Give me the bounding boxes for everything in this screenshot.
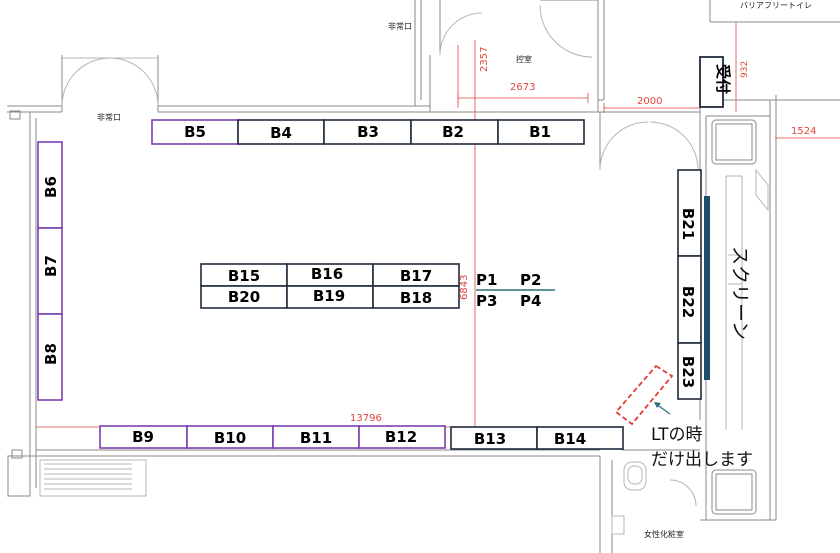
booth-b7[interactable]: B7 [37,227,63,315]
svg-text:B23: B23 [679,356,697,388]
booth-b1[interactable]: B1 [497,119,585,145]
svg-text:B7: B7 [42,255,60,277]
svg-text:B19: B19 [313,287,345,305]
lt-note-line1: LTの時 [651,425,703,445]
waiting-room-label: 控室 [516,54,532,64]
dimension-2673: 2673 [510,82,535,93]
svg-text:B5: B5 [184,123,206,141]
svg-text:B22: B22 [679,286,697,318]
svg-text:B11: B11 [300,429,332,447]
booth-b6[interactable]: B6 [37,141,63,229]
room-labels: 非常口 非常口 控室 バリアフリートイレ 女性化粧室 [97,1,812,539]
dimension-932: 932 [740,61,750,78]
booth-b2[interactable]: B2 [410,119,499,145]
dimension-13796: 13796 [350,413,382,424]
svg-text:B16: B16 [311,265,343,283]
booth-b9[interactable]: B9 [99,425,188,449]
dimension-6843: 6843 [459,275,470,300]
booth-b17[interactable]: B17 [372,263,460,287]
reception: 受付 [699,56,732,108]
booth-b16[interactable]: B16 [286,263,374,287]
svg-text:B20: B20 [228,288,260,306]
booth-b15[interactable]: B15 [200,263,288,287]
emergency-exit-left-label: 非常口 [97,112,121,122]
booth-b18[interactable]: B18 [372,285,460,309]
barrier-free-toilet-label: バリアフリートイレ [740,1,812,10]
lt-note-line2: だけ出します [651,450,753,470]
dimension-labels: 2357 2673 2000 1524 6843 13796 932 [350,47,816,424]
booths-center-island: B15 B16 B17 B20 B19 B18 [200,263,460,309]
svg-text:B18: B18 [400,289,432,307]
svg-text:B12: B12 [385,428,417,446]
booth-b22[interactable]: B22 [677,255,702,344]
screen-label: スクリーン [729,246,751,340]
booth-b12[interactable]: B12 [358,425,446,449]
emergency-exit-top-label: 非常口 [388,21,412,31]
booth-b5[interactable]: B5 [151,119,239,145]
dimension-2000: 2000 [637,96,662,107]
booth-b11[interactable]: B11 [272,425,360,449]
svg-text:B14: B14 [554,430,586,448]
booth-b10[interactable]: B10 [186,425,274,449]
booth-b23[interactable]: B23 [677,342,702,400]
reception-label: 受付 [714,64,732,94]
svg-text:B17: B17 [400,267,432,285]
dimension-1524: 1524 [791,126,816,137]
svg-text:B15: B15 [228,267,260,285]
booth-b4[interactable]: B4 [237,119,325,145]
screen: スクリーン [704,196,751,380]
booths-bottom-row: B9 B10 B11 B12 B13 B14 [99,425,624,450]
booth-b8[interactable]: B8 [37,313,63,401]
spot-p4[interactable]: P4 [520,292,541,310]
svg-text:B1: B1 [529,123,551,141]
booths-left-column: B6 B7 B8 [37,141,63,401]
svg-text:B10: B10 [214,429,246,447]
womens-powder-room-label: 女性化粧室 [644,529,684,539]
svg-text:B8: B8 [42,343,60,365]
booth-b20[interactable]: B20 [200,285,288,309]
booth-b14[interactable]: B14 [536,426,624,450]
optional-lt-area [614,364,674,426]
spot-p2[interactable]: P2 [520,271,541,289]
booth-b21[interactable]: B21 [677,169,702,257]
booths-right-column: B21 B22 B23 [677,169,702,400]
dimension-2357: 2357 [479,47,490,72]
svg-text:B4: B4 [270,124,292,142]
svg-text:B9: B9 [132,428,154,446]
svg-text:B2: B2 [442,123,464,141]
svg-text:B6: B6 [42,176,60,198]
presentation-spots: P1 P2 P3 P4 [476,271,555,310]
svg-text:B3: B3 [357,123,379,141]
spot-p3[interactable]: P3 [476,292,497,310]
svg-text:B13: B13 [474,430,506,448]
booths-top-row: B5 B4 B3 B2 B1 [151,119,585,145]
booth-b19[interactable]: B19 [286,285,374,309]
svg-text:B21: B21 [679,208,697,240]
spot-p1[interactable]: P1 [476,271,497,289]
booth-b13[interactable]: B13 [450,426,538,450]
booth-b3[interactable]: B3 [323,119,412,145]
